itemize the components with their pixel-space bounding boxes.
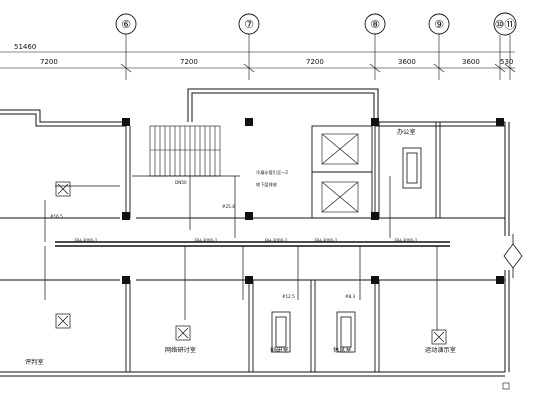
room-label-r2: 网络研讨室 [165,346,196,354]
duct-branches [44,175,438,330]
tag-label-b: BH-3000-1 [265,238,288,243]
fan-coil-units [271,147,422,353]
dimension-lines [0,51,516,73]
tag-label-d: BH-3000-1 [395,238,418,243]
span-dimension-5: 3600 [462,58,480,66]
axis-label-6: ⑥ [121,18,131,31]
overall-dimension: 51460 [14,43,36,51]
riser-diamond [503,234,523,278]
structural-columns [122,118,504,284]
room-label-office: 办公室 [397,128,416,136]
span-dimension-6: 530 [500,58,513,66]
unit-label-a: #16.5 [50,214,63,219]
tag-label-e: BH-3000-1 [75,238,98,243]
unit-label-c: #8.3 [345,294,356,299]
unit-label-d: #25.4 [222,204,235,209]
air-vents [55,181,447,345]
span-dimension-4: 3600 [398,58,416,66]
condensate-note-line1: 冷凝水管引至一2 [256,169,288,176]
condensate-note-line2: 地下层排放 [256,181,278,188]
span-dimension-3: 7200 [306,58,324,66]
room-label-r3: 创研室 [270,346,289,354]
grid-axis-bubbles: ⑥ ⑦ ⑧ ⑨ ⑩⑪ [115,12,517,36]
span-dimension-1: 7200 [40,58,58,66]
elevator-cars [321,133,359,213]
duct-main [55,241,450,247]
unit-label-b: #12.5 [282,294,295,299]
axis-label-7: ⑦ [244,18,254,31]
stair [149,125,221,177]
pipe-size-label: DN50 [175,180,187,185]
room-label-r5: 运动演示室 [425,346,456,354]
exterior-walls [0,88,510,377]
tag-label-c: BH-3000-1 [315,238,338,243]
room-label-r4: 休息室 [333,346,352,354]
span-dimension-2: 7200 [180,58,198,66]
axis-label-8: ⑧ [370,18,380,31]
axis-label-10-11: ⑩⑪ [495,18,516,31]
legend-marker [502,382,510,390]
axis-leader-lines [125,34,511,80]
interior-walls [0,122,505,372]
axis-label-9: ⑨ [434,18,444,31]
room-label-r1: 评判室 [25,358,44,366]
tag-label-a: BH-3000-1 [195,238,218,243]
